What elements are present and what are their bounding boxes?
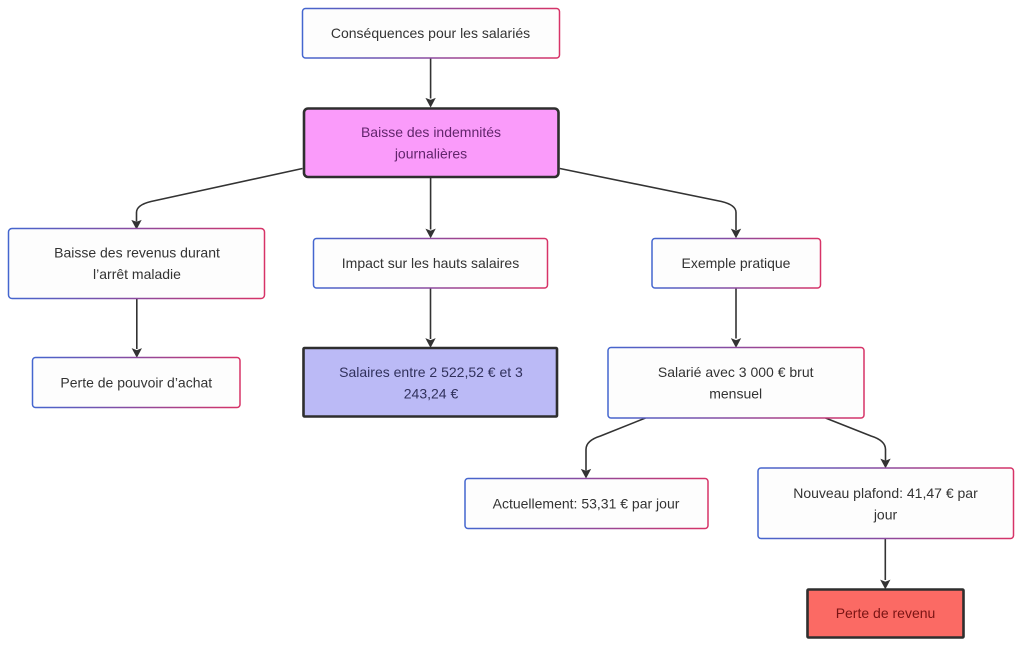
- svg-text:Actuellement: 53,31 € par jour: Actuellement: 53,31 € par jour: [493, 495, 680, 511]
- svg-text:Exemple pratique: Exemple pratique: [682, 255, 791, 271]
- svg-text:jour: jour: [873, 507, 898, 523]
- svg-text:Perte de pouvoir d’achat: Perte de pouvoir d’achat: [60, 375, 212, 391]
- svg-text:Nouveau plafond: 41,47 € par: Nouveau plafond: 41,47 € par: [793, 485, 978, 501]
- svg-text:Baisse des revenus durant: Baisse des revenus durant: [54, 245, 220, 261]
- svg-text:journalières: journalières: [394, 146, 467, 162]
- svg-text:Baisse des indemnités: Baisse des indemnités: [361, 124, 501, 140]
- svg-text:l’arrêt maladie: l’arrêt maladie: [93, 266, 181, 282]
- svg-text:Conséquences pour les salariés: Conséquences pour les salariés: [331, 25, 530, 41]
- svg-text:Impact sur les hauts salaires: Impact sur les hauts salaires: [342, 255, 519, 271]
- svg-text:243,24 €: 243,24 €: [404, 386, 459, 402]
- svg-text:mensuel: mensuel: [709, 386, 762, 402]
- svg-text:Salaires entre 2 522,52 € et 3: Salaires entre 2 522,52 € et 3: [339, 364, 523, 380]
- svg-text:Perte de revenu: Perte de revenu: [836, 605, 936, 621]
- svg-text:Salarié avec 3 000 € brut: Salarié avec 3 000 € brut: [658, 364, 814, 380]
